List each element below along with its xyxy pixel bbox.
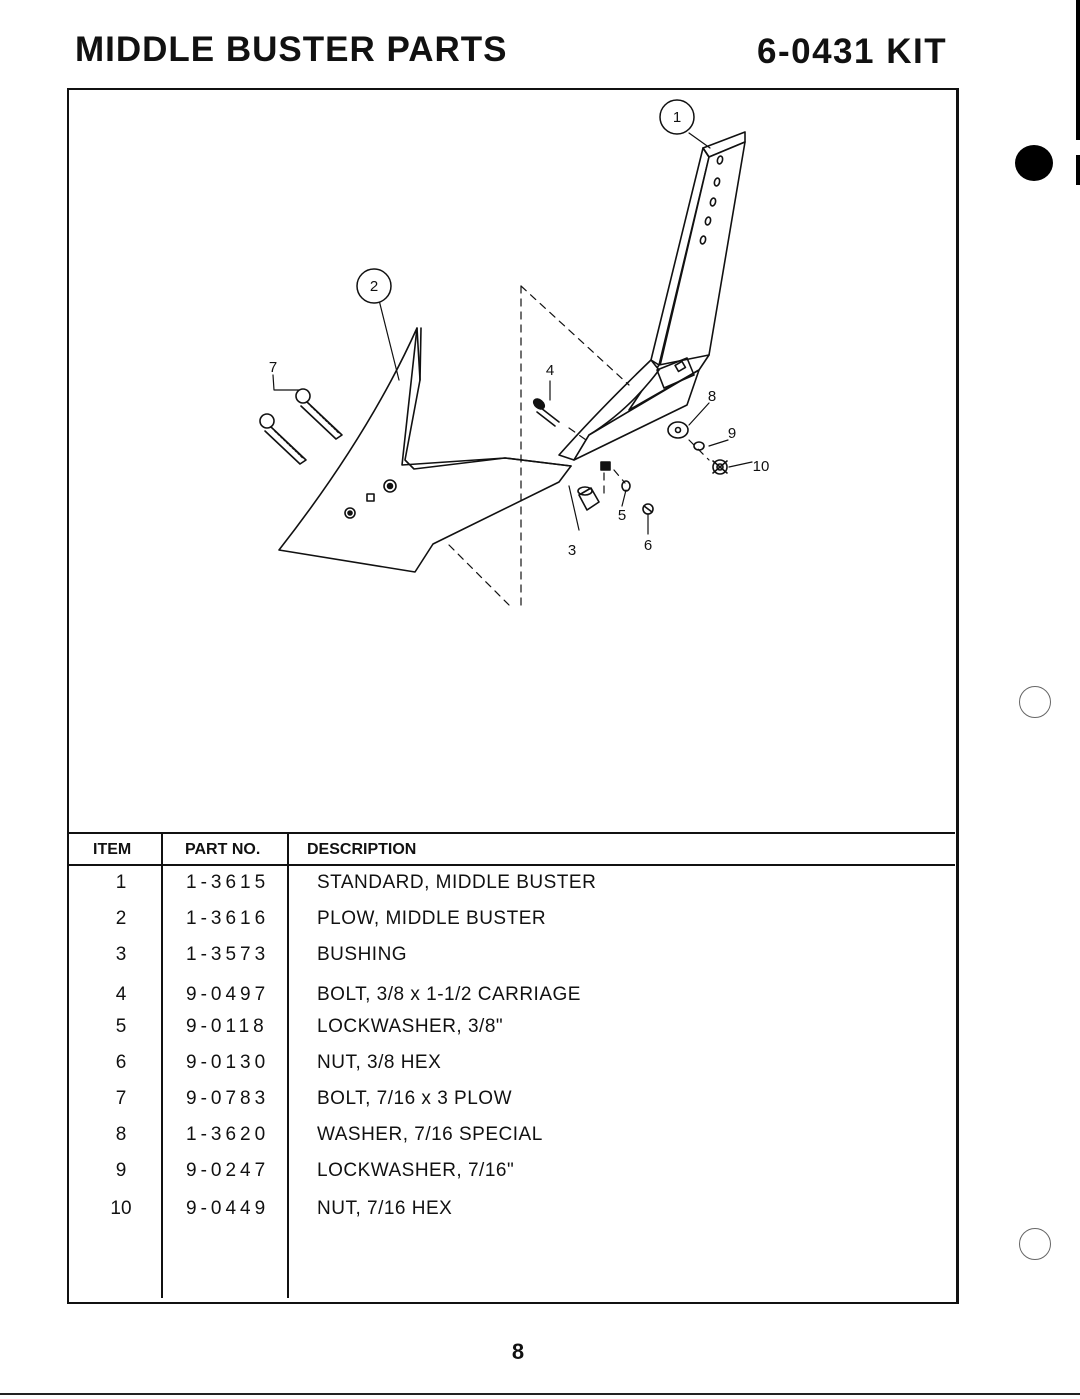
table-top-rule <box>69 832 955 834</box>
part-number: 9-0449 <box>186 1198 270 1219</box>
part-number: 1-3616 <box>186 908 270 929</box>
callout-3: 3 <box>568 542 576 559</box>
plow-part <box>278 327 572 573</box>
binder-hole <box>1019 1228 1051 1260</box>
part-number: 1-3615 <box>186 872 270 893</box>
table-row: 10 9-0449 NUT, 7/16 HEX <box>69 1198 955 1234</box>
part-description: LOCKWASHER, 3/8" <box>317 1016 504 1037</box>
item-number: 1 <box>115 872 127 893</box>
table-row: 1 1-3615 STANDARD, MIDDLE BUSTER <box>69 872 955 908</box>
table-row: 9 9-0247 LOCKWASHER, 7/16" <box>69 1160 955 1196</box>
header-part-no: PART NO. <box>185 841 261 858</box>
item-number: 6 <box>115 1052 127 1073</box>
callout-10: 10 <box>753 458 770 475</box>
table-row: 7 9-0783 BOLT, 7/16 x 3 PLOW <box>69 1088 955 1124</box>
content-frame <box>67 88 959 1304</box>
item-number: 10 <box>110 1198 132 1219</box>
header-description: DESCRIPTION <box>307 841 417 858</box>
item-number: 4 <box>115 984 127 1005</box>
part-number: 9-0118 <box>186 1016 268 1037</box>
part-number: 1-3620 <box>186 1124 270 1145</box>
page-number: 8 <box>511 1339 525 1364</box>
callout-8: 8 <box>708 388 716 405</box>
table-row: 4 9-0497 BOLT, 3/8 x 1-1/2 CARRIAGE <box>69 984 955 1020</box>
callout-7: 7 <box>269 359 277 376</box>
item-number: 3 <box>115 944 127 965</box>
part-description: PLOW, MIDDLE BUSTER <box>317 908 547 929</box>
part-number: 9-0247 <box>186 1160 270 1181</box>
part-number: 9-0497 <box>186 984 270 1005</box>
callout-1: 1 <box>673 109 681 126</box>
scan-bottom-edge <box>0 1393 1080 1395</box>
parts-table: ITEM PART NO. DESCRIPTION 1 1-3615 STAND… <box>69 832 955 1300</box>
part-description: LOCKWASHER, 7/16" <box>317 1160 515 1181</box>
table-row: 3 1-3573 BUSHING <box>69 944 955 980</box>
item-number: 2 <box>115 908 127 929</box>
hex-nut-part <box>712 459 728 475</box>
small-hex-nut-part <box>642 503 654 515</box>
column-divider <box>161 832 163 1298</box>
part-description: STANDARD, MIDDLE BUSTER <box>317 872 597 893</box>
part-number: 9-0783 <box>186 1088 270 1109</box>
item-number: 8 <box>115 1124 127 1145</box>
standard-part <box>558 131 746 461</box>
part-description: BOLT, 3/8 x 1-1/2 CARRIAGE <box>317 984 581 1005</box>
carriage-bolt-part <box>532 398 560 427</box>
column-divider <box>287 832 289 1298</box>
callout-5: 5 <box>618 507 626 524</box>
table-row: 5 9-0118 LOCKWASHER, 3/8" <box>69 1016 955 1052</box>
part-description: NUT, 3/8 HEX <box>317 1052 442 1073</box>
callout-9: 9 <box>728 425 736 442</box>
table-row: 8 1-3620 WASHER, 7/16 SPECIAL <box>69 1124 955 1160</box>
item-number: 9 <box>115 1160 127 1181</box>
part-description: WASHER, 7/16 SPECIAL <box>317 1124 543 1145</box>
page-title: MIDDLE BUSTER PARTS <box>75 30 508 69</box>
callout-6: 6 <box>644 537 652 554</box>
part-description: NUT, 7/16 HEX <box>317 1198 453 1219</box>
table-row: 2 1-3616 PLOW, MIDDLE BUSTER <box>69 908 955 944</box>
binder-hole-filled <box>1015 145 1053 181</box>
part-number: 1-3573 <box>186 944 270 965</box>
item-number: 5 <box>115 1016 127 1037</box>
plow-bolt-part <box>259 388 343 465</box>
callout-4: 4 <box>546 362 554 379</box>
bushing-part <box>577 486 600 511</box>
parts-diagram: 1 2 3 4 5 6 7 8 9 10 <box>259 99 770 611</box>
table-header-rule <box>69 864 955 866</box>
binder-hole <box>1019 686 1051 718</box>
kit-number: 6-0431 KIT <box>757 32 948 71</box>
lockwasher-part <box>693 441 705 451</box>
callout-2: 2 <box>370 278 378 295</box>
washer-part <box>667 421 689 439</box>
header-item: ITEM <box>93 841 132 858</box>
part-description: BOLT, 7/16 x 3 PLOW <box>317 1088 513 1109</box>
small-square-nut <box>600 461 611 471</box>
part-description: BUSHING <box>317 944 408 965</box>
item-number: 7 <box>115 1088 127 1109</box>
part-number: 9-0130 <box>186 1052 270 1073</box>
scan-edge <box>1076 155 1080 185</box>
scan-edge <box>1076 0 1080 140</box>
table-row: 6 9-0130 NUT, 3/8 HEX <box>69 1052 955 1088</box>
